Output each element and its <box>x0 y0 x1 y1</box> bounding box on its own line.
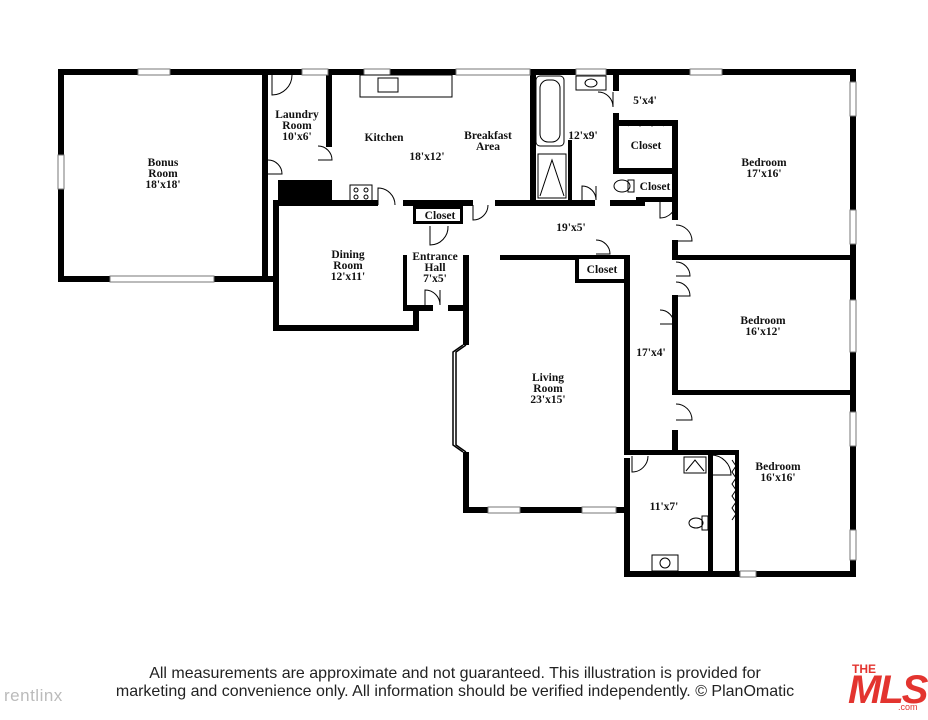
bifold-doors <box>262 121 737 521</box>
label-bath-2: 11'x7' <box>649 501 679 513</box>
label-bath-1: 12'x9' <box>568 130 598 142</box>
label-closet-3: Closet <box>424 210 456 222</box>
label-kitchen: Kitchen <box>364 132 404 144</box>
doors <box>267 74 732 476</box>
disclaimer: All measurements are approximate and not… <box>60 665 850 701</box>
label-closet-1: Closet <box>630 140 662 152</box>
label-closet-2: Closet <box>639 181 671 193</box>
disclaimer-line-2: marketing and convenience only. All info… <box>115 683 795 700</box>
fixtures <box>349 74 709 572</box>
rentlinx-watermark: rentlinx <box>4 686 63 705</box>
disclaimer-line-1: All measurements are approximate and not… <box>149 665 761 682</box>
mls-logo: THE MLS .com <box>846 658 928 714</box>
bay-window <box>452 344 467 453</box>
label-kitchen-dim: 18'x12' <box>409 151 445 163</box>
label-hall-closet-area: 5'x4' <box>633 95 657 107</box>
mls-logo-the: THE <box>852 662 876 676</box>
mls-logo-main: MLS <box>848 668 928 712</box>
mls-logo-suffix: .com <box>898 702 918 712</box>
label-closet-4: Closet <box>586 264 618 276</box>
walls <box>58 69 856 577</box>
closet-outlines <box>615 122 676 172</box>
label-corridor: 17'x4' <box>636 347 666 359</box>
label-hallway: 19'x5' <box>556 222 586 234</box>
windows <box>57 68 857 578</box>
